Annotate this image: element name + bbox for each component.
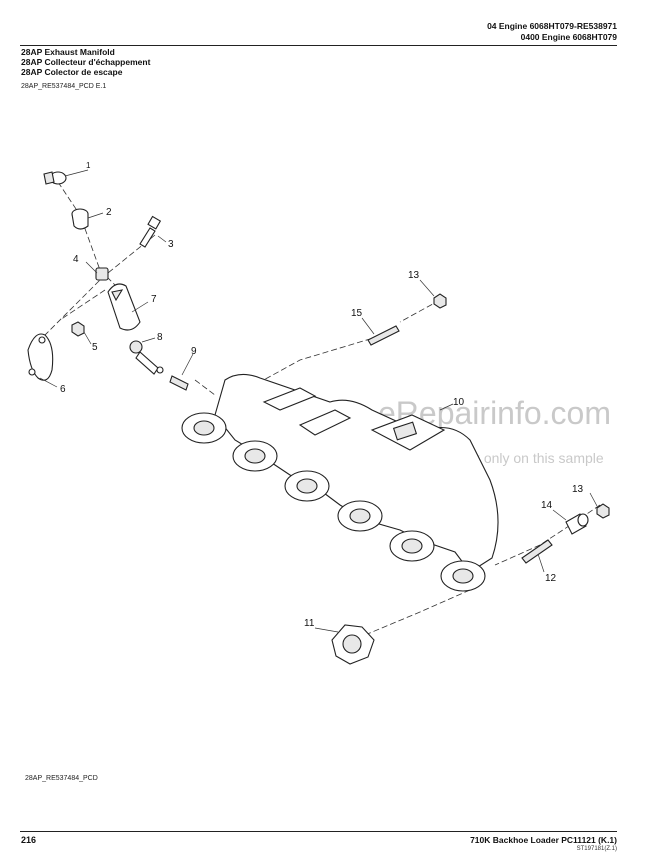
part-3-cap-screw xyxy=(139,215,162,248)
callout-13-lower: 13 xyxy=(572,484,584,495)
callout-10: 10 xyxy=(453,397,465,408)
manifold-port-flange xyxy=(232,440,278,472)
part-5-nut xyxy=(71,321,85,337)
alignment-line xyxy=(59,289,106,321)
callout-12: 12 xyxy=(545,573,557,584)
alignment-line xyxy=(194,379,216,396)
part-9-connector xyxy=(169,375,189,391)
manifold-port-flange xyxy=(389,530,435,562)
title-french: 28AP Collecteur d'échappement xyxy=(21,57,151,67)
callout-2: 2 xyxy=(106,207,112,218)
illustration-reference-bottom: 28AP_RE537484_PCD xyxy=(25,775,98,782)
header-divider xyxy=(20,45,617,46)
part-10-exhaust-manifold xyxy=(181,373,499,592)
callout-8: 8 xyxy=(157,332,163,343)
title-spanish: 28AP Colector de escape xyxy=(21,67,123,77)
part-12-stud xyxy=(521,539,553,564)
header-subsection-title: 0400 Engine 6068HT079 xyxy=(520,32,617,42)
illustration-reference-top: 28AP_RE537484_PCD E.1 xyxy=(21,83,107,90)
part-6-bracket xyxy=(27,333,54,381)
callout-5: 5 xyxy=(92,342,98,353)
callout-6: 6 xyxy=(60,384,66,395)
part-8-elbow-fitting xyxy=(129,340,164,375)
alignment-line xyxy=(259,335,381,383)
callout-15: 15 xyxy=(351,308,363,319)
part-15-stud xyxy=(367,325,400,346)
callout-7: 7 xyxy=(151,294,157,305)
page-number: 216 xyxy=(21,835,37,845)
part-2-sleeve xyxy=(71,208,89,230)
callout-11: 11 xyxy=(304,618,315,629)
callout-9: 9 xyxy=(191,346,197,357)
manifold-port-flange xyxy=(337,500,383,532)
title-english: 28AP Exhaust Manifold xyxy=(21,47,115,57)
alignment-line xyxy=(364,589,471,636)
footer-model: 710K Backhoe Loader PC11121 (K.1) xyxy=(470,835,617,845)
part-11-gasket xyxy=(331,624,375,665)
part-14-spacer xyxy=(565,513,589,535)
header-section-title: 04 Engine 6068HT079-RE538971 xyxy=(487,21,617,31)
part-7-heat-shield xyxy=(107,283,141,331)
part-13-nut-lower xyxy=(596,503,610,519)
part-1-bolt xyxy=(43,171,67,185)
alignment-line xyxy=(399,299,441,323)
footer-divider xyxy=(20,831,617,832)
manifold-port-flange xyxy=(181,412,227,444)
manifold-port-flange xyxy=(440,560,486,592)
part-13-nut-upper xyxy=(433,293,447,309)
footer-code: ST197181(Z.1) xyxy=(576,846,617,852)
callout-1: 1 xyxy=(86,161,91,170)
callout-3: 3 xyxy=(168,239,174,250)
callout-14: 14 xyxy=(541,500,553,511)
callout-4: 4 xyxy=(73,254,79,265)
callout-13-upper: 13 xyxy=(408,270,420,281)
part-4-spacer xyxy=(95,267,109,281)
manifold-port-flange xyxy=(284,470,330,502)
alignment-line xyxy=(57,181,121,291)
